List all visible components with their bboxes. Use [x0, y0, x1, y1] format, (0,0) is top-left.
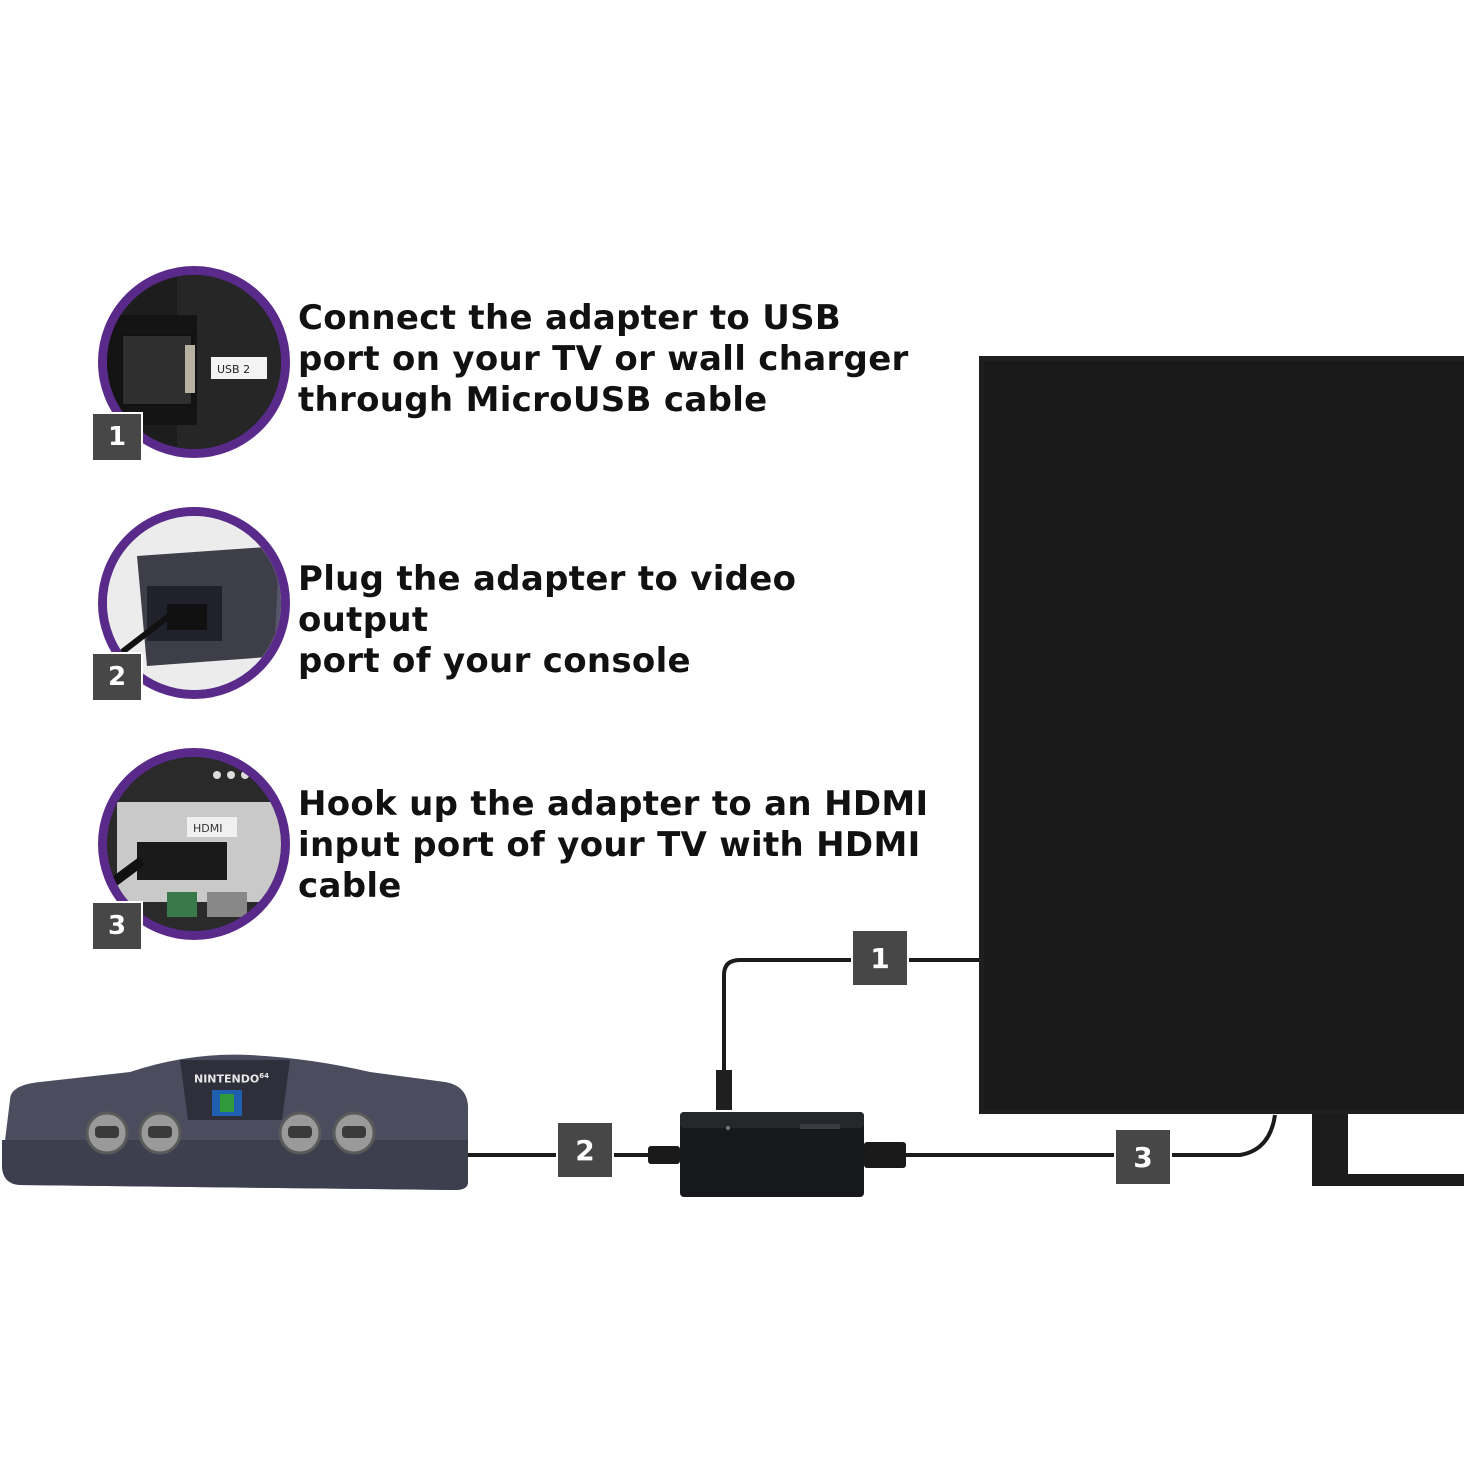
step-1-text: Connect the adapter to USB port on your …: [298, 298, 909, 420]
diagram-badge-console: 2: [556, 1121, 614, 1179]
console-logo-text: NINTENDO: [194, 1072, 260, 1086]
usb-cable: [722, 958, 980, 1080]
step-3-text: Hook up the adapter to an HDMI input por…: [298, 784, 929, 906]
television: [979, 356, 1464, 1186]
n64-console: [2, 1054, 468, 1190]
step-3-badge: 3: [91, 901, 143, 951]
usb-port-label: USB 2: [217, 363, 250, 376]
av-plug: [648, 1146, 680, 1164]
hdmi-adapter: [680, 1112, 864, 1197]
step-2-text: Plug the adapter to video output port of…: [298, 559, 797, 681]
step-3-thumbnail: HDMI: [98, 748, 290, 940]
console-logo: NINTENDO64: [194, 1072, 269, 1086]
hdmi-port-photo: HDMI: [107, 757, 281, 931]
hdmi-port-label: HDMI: [193, 822, 222, 835]
console-port-photo: [107, 516, 281, 690]
microusb-plug: [716, 1070, 732, 1110]
step-2-badge: 2: [91, 652, 143, 702]
hdmi-plug: [864, 1142, 906, 1168]
diagram-badge-usb: 1: [851, 929, 909, 987]
diagram-badge-hdmi: 3: [1114, 1128, 1172, 1186]
console-logo-sup: 64: [259, 1072, 269, 1080]
step-1-badge: 1: [91, 412, 143, 462]
hdmi-cable: [905, 1114, 1277, 1157]
